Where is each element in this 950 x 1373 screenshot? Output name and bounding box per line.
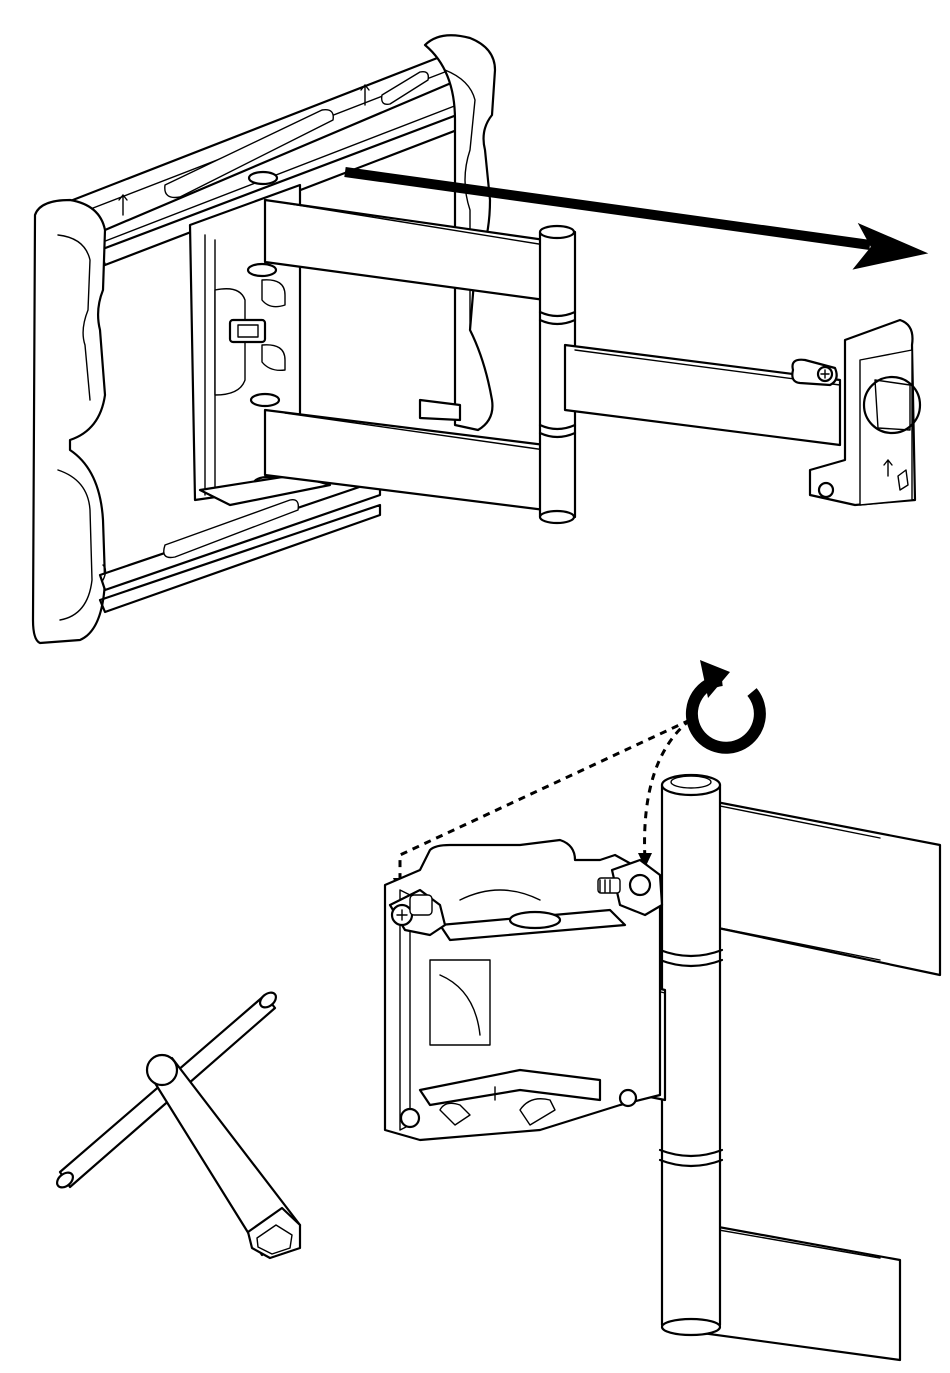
extend-arm-panel [33, 35, 925, 643]
lower-arm [265, 410, 545, 510]
upper-arm [265, 200, 545, 300]
tighten-bolts-panel [54, 660, 940, 1360]
hex-socket-wrench-icon [54, 990, 300, 1258]
clockwise-rotate-icon [692, 660, 760, 748]
pivot-column [660, 775, 722, 1335]
tilt-bracket [385, 840, 662, 1140]
